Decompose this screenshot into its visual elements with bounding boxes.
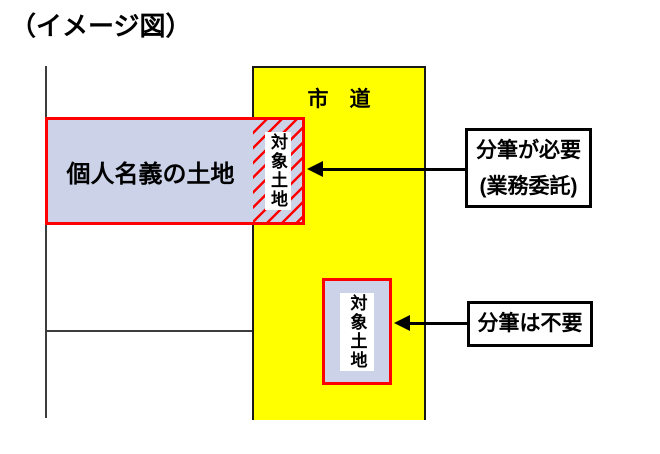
target-land-label-strip: 対象土地 [264,132,291,210]
parcel-boundary-vertical-line [45,66,47,418]
callout-split-required: 分筆が必要 (業務委託) [465,128,592,208]
split-required-arrowhead-icon [307,161,323,177]
target-land-hatched-area: 対象土地 [253,120,302,222]
target-land-strip-label: 対象土地 [268,133,287,209]
private-land-parcel: 個人名義の土地 対象土地 [45,117,305,225]
split-required-arrow-line [321,168,465,171]
callout-no-split: 分筆は不要 [467,301,593,347]
page-title: （イメージ図） [10,11,192,41]
callout-no-split-label: 分筆は不要 [477,312,583,335]
private-land-label: 個人名義の土地 [66,160,235,188]
no-split-arrowhead-icon [394,315,410,331]
callout-split-required-line2: (業務委託) [479,175,578,198]
parcel-boundary-horizontal-line [46,330,253,332]
city-road-label: 市 道 [307,88,371,111]
target-land-box: 対象土地 [322,278,392,385]
callout-split-required-line1: 分筆が必要 [476,139,581,162]
no-split-arrow-line [407,322,467,325]
private-land-area: 個人名義の土地 [48,120,253,222]
target-land-box-label: 対象土地 [347,293,367,370]
target-land-box-label-strip: 対象土地 [340,292,374,371]
